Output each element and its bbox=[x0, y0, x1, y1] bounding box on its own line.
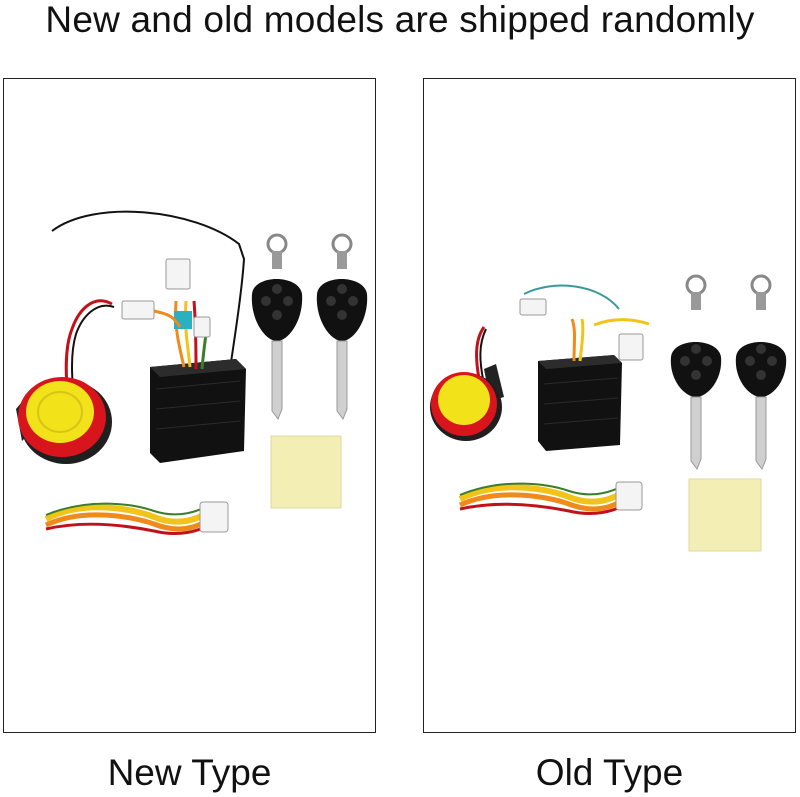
product-image-new-type bbox=[3, 78, 376, 733]
module-wiring bbox=[121, 258, 211, 370]
product-image-old-type bbox=[423, 78, 796, 733]
antenna-wire bbox=[51, 210, 246, 370]
headline: New and old models are shipped randomly bbox=[45, 0, 755, 40]
control-module bbox=[538, 355, 622, 451]
wire-harness bbox=[44, 501, 229, 535]
control-module bbox=[150, 359, 246, 463]
key-fob-1 bbox=[670, 274, 722, 471]
siren-speaker bbox=[16, 377, 112, 464]
key-fob-2 bbox=[316, 233, 368, 421]
new-type-kit-illustration bbox=[16, 210, 368, 535]
wire-harness bbox=[458, 481, 643, 515]
antenna-wire bbox=[523, 284, 620, 310]
key-fob-2 bbox=[735, 274, 787, 471]
adhesive-tape-pad bbox=[270, 435, 342, 509]
siren-speaker bbox=[430, 364, 504, 441]
module-wiring bbox=[519, 298, 650, 362]
caption-old-type: Old Type bbox=[535, 752, 684, 793]
adhesive-tape-pad bbox=[688, 478, 762, 552]
old-type-kit-illustration bbox=[430, 274, 787, 552]
caption-new-type: New Type bbox=[107, 752, 272, 793]
key-fob-1 bbox=[251, 233, 303, 421]
